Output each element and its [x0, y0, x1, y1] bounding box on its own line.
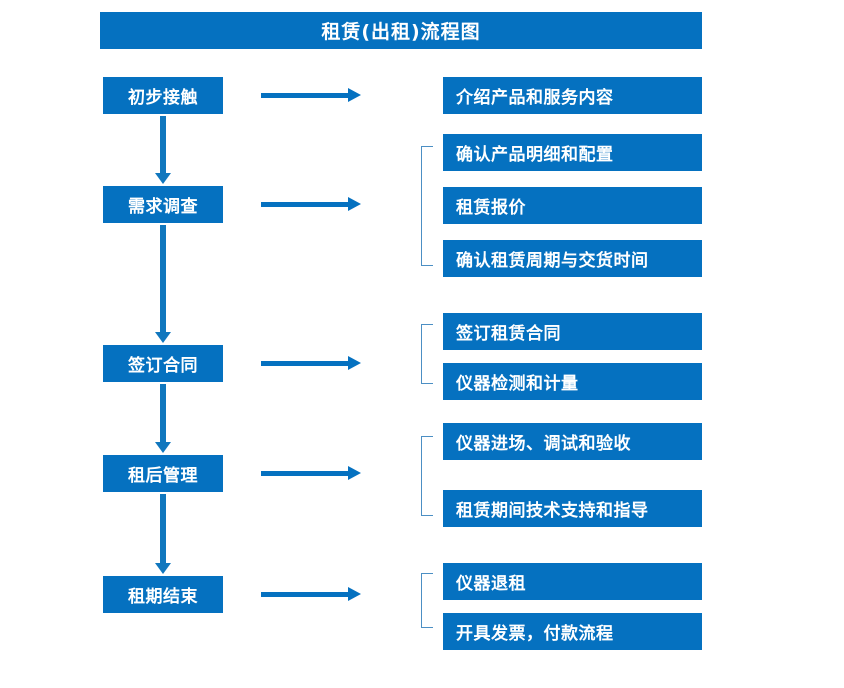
detail-box-3[interactable]: 租赁报价: [443, 187, 702, 224]
arrow-shaft: [160, 384, 166, 442]
detail-box-1[interactable]: 介绍产品和服务内容: [443, 77, 702, 114]
arrow-shaft: [160, 225, 166, 332]
stage-box-1[interactable]: 初步接触: [103, 77, 223, 114]
horizontal-arrow-5: [261, 587, 361, 601]
group-bracket-end: [421, 573, 433, 628]
arrow-head-icon: [348, 587, 361, 601]
group-bracket-contract: [421, 324, 433, 384]
arrow-shaft: [160, 116, 166, 173]
arrow-head-icon: [155, 442, 171, 453]
detail-box-6[interactable]: 仪器检测和计量: [443, 363, 702, 400]
vertical-arrow-1: [155, 116, 171, 184]
arrow-head-icon: [348, 356, 361, 370]
detail-box-5[interactable]: 签订租赁合同: [443, 313, 702, 350]
vertical-arrow-4: [155, 494, 171, 574]
stage-box-3[interactable]: 签订合同: [103, 345, 223, 382]
page-title: 租赁(出租)流程图: [100, 12, 702, 49]
horizontal-arrow-2: [261, 197, 361, 211]
detail-box-7[interactable]: 仪器进场、调试和验收: [443, 423, 702, 460]
group-bracket-needs: [421, 146, 433, 266]
arrow-head-icon: [348, 466, 361, 480]
horizontal-arrow-4: [261, 466, 361, 480]
arrow-head-icon: [155, 563, 171, 574]
vertical-arrow-2: [155, 225, 171, 343]
arrow-shaft: [261, 592, 349, 597]
arrow-shaft: [261, 93, 349, 98]
detail-box-4[interactable]: 确认租赁周期与交货时间: [443, 240, 702, 277]
detail-box-8[interactable]: 租赁期间技术支持和指导: [443, 490, 702, 527]
arrow-shaft: [261, 471, 349, 476]
detail-box-9[interactable]: 仪器退租: [443, 563, 702, 600]
arrow-shaft: [261, 361, 349, 366]
arrow-head-icon: [155, 173, 171, 184]
stage-box-2[interactable]: 需求调查: [103, 186, 223, 223]
detail-box-10[interactable]: 开具发票，付款流程: [443, 613, 702, 650]
horizontal-arrow-1: [261, 88, 361, 102]
group-bracket-management: [421, 436, 433, 516]
arrow-shaft: [160, 494, 166, 563]
arrow-head-icon: [348, 197, 361, 211]
arrow-shaft: [261, 202, 349, 207]
arrow-head-icon: [155, 332, 171, 343]
stage-box-4[interactable]: 租后管理: [103, 455, 223, 492]
detail-box-2[interactable]: 确认产品明细和配置: [443, 134, 702, 171]
arrow-head-icon: [348, 88, 361, 102]
vertical-arrow-3: [155, 384, 171, 453]
horizontal-arrow-3: [261, 356, 361, 370]
stage-box-5[interactable]: 租期结束: [103, 576, 223, 613]
